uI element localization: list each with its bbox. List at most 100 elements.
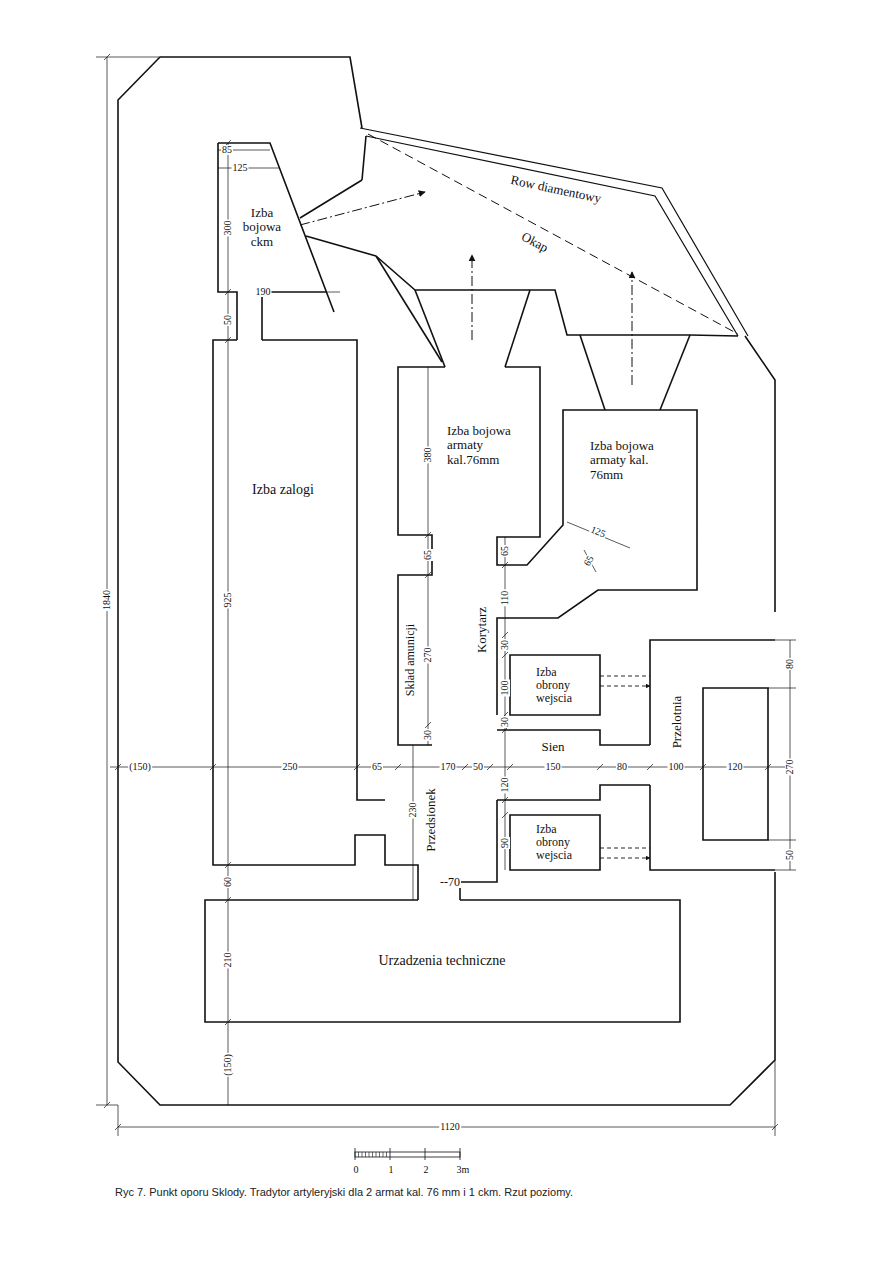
- outer-wall: [118, 57, 775, 1105]
- extension-line: [768, 640, 796, 870]
- outer-wall: [745, 336, 775, 612]
- dimension-label: 100: [668, 762, 685, 772]
- scale-tick: [355, 1148, 460, 1160]
- loophole-line: [600, 848, 650, 849]
- room-wall: [497, 785, 650, 800]
- loophole-line: [600, 676, 650, 677]
- figure-caption: Ryc 7. Punkt oporu Sklody. Tradytor arty…: [115, 1186, 573, 1198]
- dimension-label: 270: [423, 647, 433, 664]
- room-area: Przelotnia: [650, 640, 703, 870]
- dimension-label: 50: [472, 762, 484, 772]
- dimension-label: 50: [223, 314, 233, 326]
- scale-bar-frame: [355, 1152, 460, 1157]
- inner-wall: [376, 256, 442, 362]
- dimension-label: 85: [221, 145, 233, 155]
- dimension-label: 125: [232, 163, 249, 173]
- loophole-line: [600, 686, 650, 687]
- room-area: Izba bojowa armaty kal.76mm: [398, 367, 540, 535]
- outer-wall: [160, 57, 362, 128]
- embrasure-wall: [580, 335, 605, 410]
- embrasure-wall: [300, 180, 362, 218]
- dimension-label: 30: [500, 639, 510, 651]
- dimension-label: 150: [545, 762, 562, 772]
- embrasure-wall: [660, 335, 690, 410]
- room-wall: [205, 900, 680, 1022]
- fire-arrow: [300, 192, 425, 225]
- fire-directions: [300, 192, 632, 385]
- dimension-label: 60: [223, 876, 233, 888]
- dimension-line: [505, 537, 506, 870]
- dimension-line: [790, 640, 791, 870]
- ditch-line: [366, 136, 738, 336]
- room-wall: [262, 292, 326, 340]
- room-wall: [497, 730, 650, 745]
- dimension-label: --70: [439, 876, 461, 888]
- scale-bar: [355, 1148, 460, 1160]
- dimension-label: 80: [616, 762, 628, 772]
- dimension-label: 270: [785, 759, 795, 776]
- dimension-label: 230: [408, 802, 418, 819]
- fire-arrow: [632, 272, 633, 385]
- dimension-label: 300: [223, 220, 233, 237]
- dimension-label: (150): [128, 762, 152, 772]
- dimension-line: [218, 168, 280, 169]
- dimension-label: 2: [423, 1165, 430, 1175]
- dimension-label: 100: [500, 680, 510, 697]
- dimension-label: (150): [223, 1053, 233, 1077]
- dimension-label: 65: [500, 545, 510, 557]
- loophole-line: [600, 858, 650, 859]
- room-name: Izba bojowa ckm: [237, 206, 287, 249]
- dimension-label: 250: [282, 762, 299, 772]
- dimension-label: 50: [785, 849, 795, 861]
- room-name: Izba obrony wejscia: [536, 823, 584, 863]
- dimension-label: 380: [423, 447, 433, 464]
- dimension-line: [567, 522, 630, 548]
- pillar: [703, 688, 768, 840]
- room-wall: [218, 143, 334, 312]
- dimension-label: 925: [223, 592, 233, 609]
- dimension-label: 1840: [102, 589, 112, 611]
- room-wall: [510, 655, 600, 715]
- room-name: Sklad amunicji: [404, 624, 417, 696]
- dimension-line: [413, 745, 414, 900]
- dimension-label: 110: [500, 590, 510, 607]
- room-area: Urzadzenia techniczne: [205, 900, 680, 1022]
- dimension-label: 1120: [439, 1122, 461, 1132]
- room-name: Korytarz: [475, 607, 489, 653]
- embrasure-wall: [306, 236, 376, 256]
- dimension-tick: [225, 140, 231, 1025]
- annotation-label: Row diamentowy: [509, 173, 604, 205]
- dimension-label: 30: [500, 716, 510, 728]
- annotation-label: Okap: [519, 229, 552, 255]
- dimension-label: 120: [727, 762, 744, 772]
- room-name: Urzadzenia techniczne: [292, 953, 592, 968]
- front-face: [376, 256, 738, 336]
- room-name: Izba bojowa armaty kal.76mm: [447, 424, 517, 467]
- ditch-line: [360, 128, 748, 336]
- dimension-label: 0: [353, 1165, 360, 1175]
- room-wall: [398, 367, 445, 745]
- front-face: [362, 136, 366, 180]
- room-wall: [650, 785, 775, 870]
- room-area: Izba zalogi: [213, 340, 357, 865]
- room-name: Izba zalogi: [223, 482, 343, 497]
- room-area: Korytarz: [432, 537, 497, 870]
- dimension-label: 65: [371, 762, 383, 772]
- dimension-lines: [96, 54, 796, 1136]
- room-wall: [213, 340, 418, 900]
- dimension-label: 65: [582, 553, 597, 568]
- room-area: Izba obrony wejscia: [510, 655, 600, 715]
- room-wall: [650, 640, 775, 745]
- extension-line: [118, 1060, 775, 1136]
- embrasure-wall: [415, 290, 445, 367]
- dimension-label: 1: [388, 1165, 395, 1175]
- dimension-tick: [425, 532, 431, 728]
- room-name: Izba obrony wejscia: [536, 666, 584, 706]
- room-name: Izba bojowa armaty kal. 76mm: [590, 439, 660, 482]
- room-name: Sien: [523, 740, 583, 754]
- dimension-label: 80: [785, 658, 795, 670]
- extension-line: [96, 57, 160, 58]
